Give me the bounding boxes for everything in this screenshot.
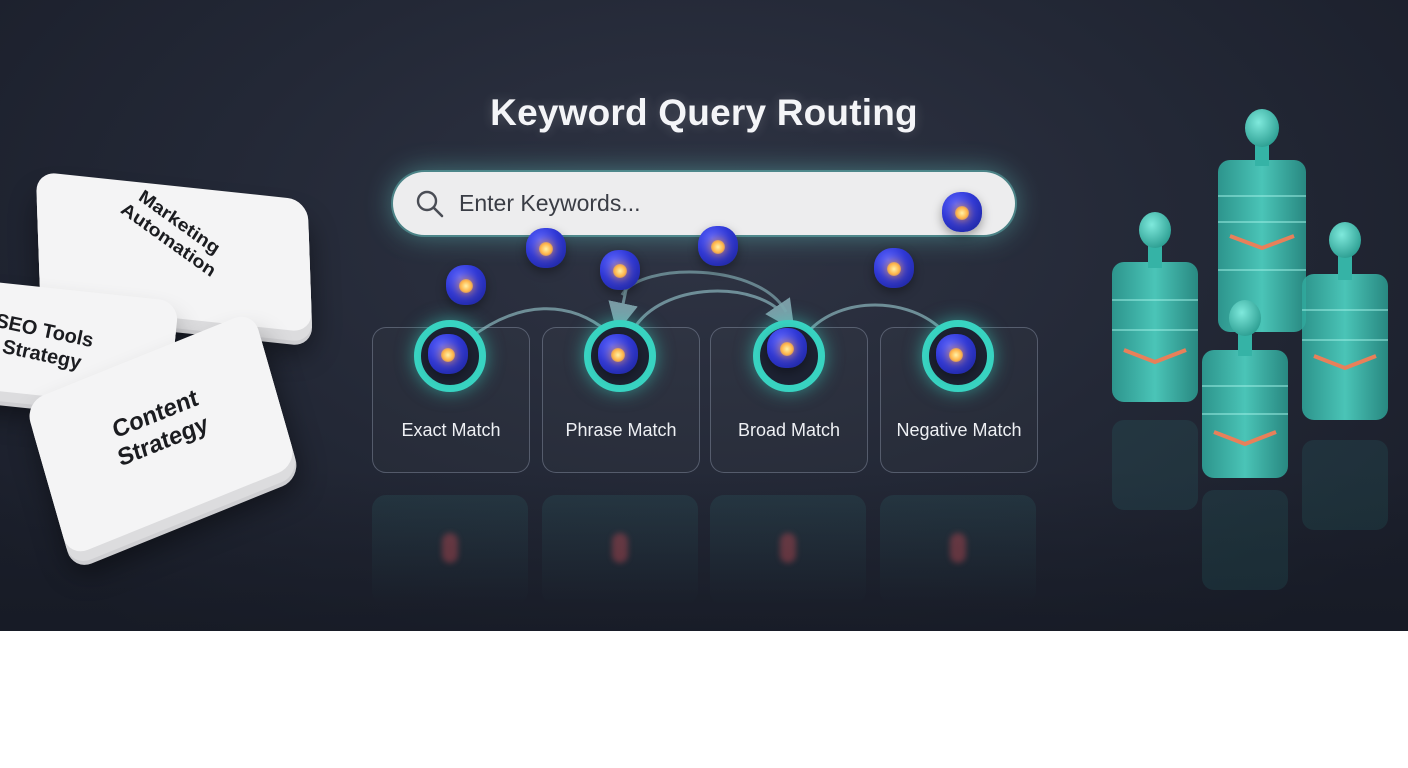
server-tower [1202,300,1288,478]
keyword-orb [598,334,638,374]
keyword-orb [942,192,982,232]
keyword-orb [698,226,738,266]
server-tower [1218,109,1306,332]
keyword-orb [526,228,566,268]
connector-exact-to-phrase [469,307,609,340]
diagram-scene: Keyword Query Routing Exact Match Phrase… [0,0,1408,631]
search-bar[interactable] [393,172,1015,235]
match-label: Broad Match [737,420,841,440]
card-reflection [372,495,528,605]
match-label: Phrase Match [565,420,677,440]
connector-phrase-to-broad [630,289,795,333]
floor-glow [0,470,1408,631]
diagram-title: Keyword Query Routing [490,92,918,133]
card-reflection [710,495,866,605]
keyword-orb [428,334,468,374]
match-label: Negative Match [896,420,1022,440]
card-reflection [542,495,698,605]
server-tower [1302,222,1388,420]
keyword-orb [874,248,914,288]
connector-broad-to-negative [806,303,946,334]
keyword-orb [936,334,976,374]
routing-connectors [469,270,946,340]
server-towers [1112,109,1388,590]
card-reflection [880,495,1036,605]
keyword-orb [600,250,640,290]
keyword-orb [446,265,486,305]
keyword-search-input[interactable] [459,172,939,235]
search-icon [416,190,444,218]
connector-orb-to-phrase [608,289,638,333]
keyword-orb [767,328,807,368]
server-tower [1112,212,1198,402]
match-label: Exact Match [401,420,501,440]
match-ring [584,320,656,392]
